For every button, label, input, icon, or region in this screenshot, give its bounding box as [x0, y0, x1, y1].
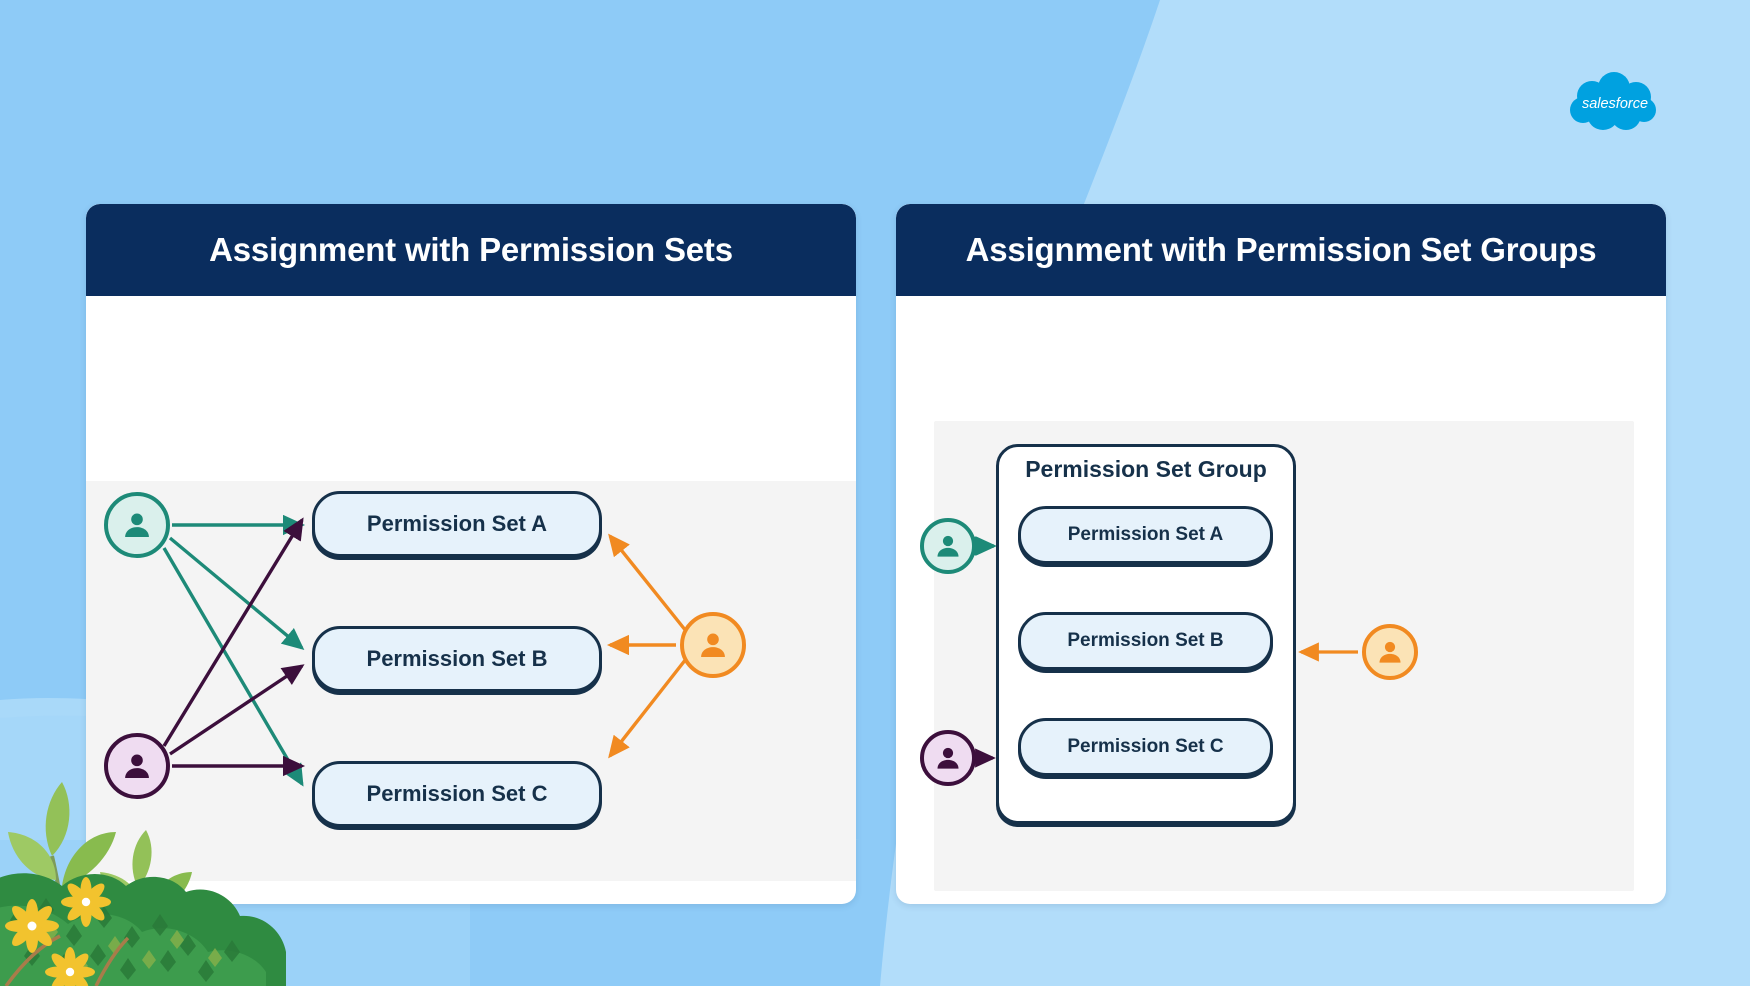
permission-set-pill-b-right[interactable]: Permission Set B	[1018, 612, 1273, 670]
panel-header-right: Assignment with Permission Set Groups	[896, 204, 1666, 296]
permission-set-pill-a-left[interactable]: Permission Set A	[312, 491, 602, 557]
arrow-group-orange-left	[606, 533, 688, 759]
panel-body-left: Permission Set A Permission Set B Permis…	[86, 296, 856, 904]
panel-body-right: Permission Set Group Permission Set A Pe…	[896, 296, 1666, 904]
permission-set-pill-b-left[interactable]: Permission Set B	[312, 626, 602, 692]
person-icon	[701, 633, 725, 658]
pill-label: Permission Set B	[1067, 630, 1224, 651]
page-title-right: Assignment with Permission Set Groups	[965, 231, 1597, 268]
diagram-arrows-left	[162, 514, 688, 787]
salesforce-cloud-logo: salesforce	[1570, 72, 1656, 130]
plant-illustration	[0, 782, 286, 986]
person-icon	[125, 513, 149, 538]
diagram-arrows-right	[973, 536, 1358, 768]
salesforce-logo-text: salesforce	[1582, 96, 1648, 112]
pill-label: Permission Set A	[366, 511, 548, 536]
user-icon-purple-left[interactable]	[104, 733, 170, 799]
person-icon	[937, 747, 959, 769]
panel-permission-sets: Assignment with Permission Sets	[86, 204, 856, 904]
permission-set-group-label: Permission Set Group	[1025, 456, 1267, 482]
person-icon	[1379, 641, 1401, 663]
user-icon-orange-left[interactable]	[680, 612, 746, 678]
permission-set-pill-c-right[interactable]: Permission Set C	[1018, 718, 1273, 776]
arrow-group-green-left	[162, 514, 306, 787]
panel-permission-set-groups: Assignment with Permission Set Groups	[896, 204, 1666, 904]
page-title-left: Assignment with Permission Sets	[209, 231, 733, 268]
panel-header-left: Assignment with Permission Sets	[86, 204, 856, 296]
permission-set-pill-c-left[interactable]: Permission Set C	[312, 761, 602, 827]
user-icon-green-left[interactable]	[104, 492, 170, 558]
arrow-group-purple-left	[162, 517, 306, 777]
pill-label: Permission Set C	[366, 781, 548, 806]
person-icon	[937, 535, 959, 557]
user-icon-green-right[interactable]	[920, 518, 976, 574]
user-icon-purple-right[interactable]	[920, 730, 976, 786]
pill-label: Permission Set C	[1067, 736, 1224, 757]
flower	[5, 877, 111, 986]
user-icon-orange-right[interactable]	[1362, 624, 1418, 680]
permission-set-pill-a-right[interactable]: Permission Set A	[1018, 506, 1273, 564]
pill-label: Permission Set B	[366, 646, 548, 671]
pill-label: Permission Set A	[1067, 524, 1224, 545]
person-icon	[125, 754, 149, 779]
